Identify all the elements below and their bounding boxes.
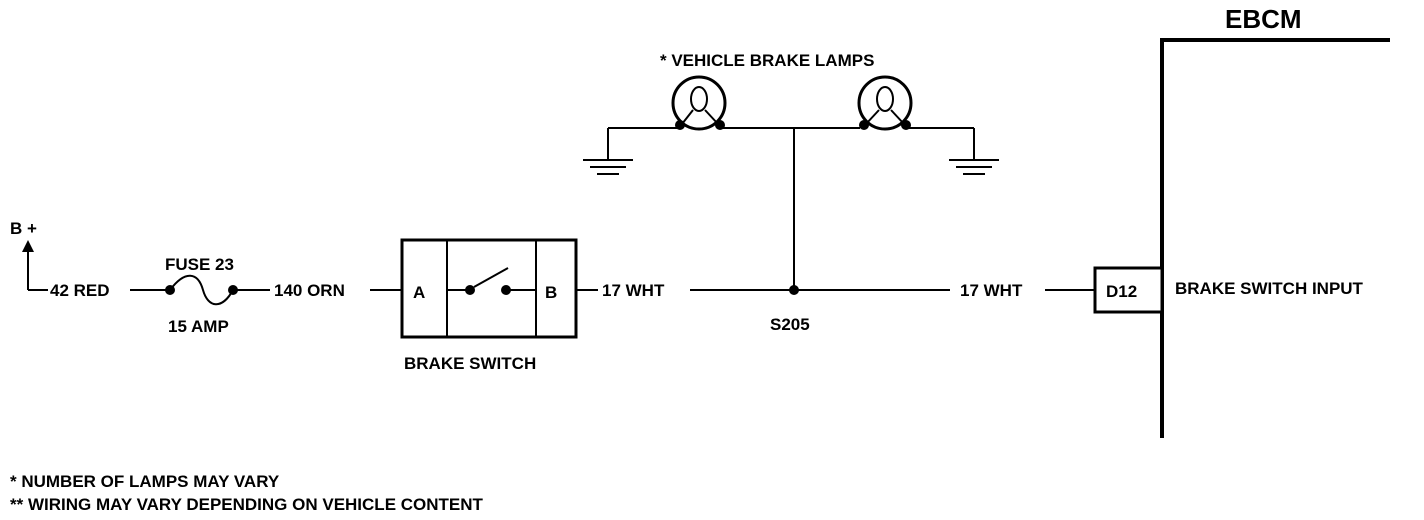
power-label: B + [10,219,37,238]
arrow-up-icon [22,240,34,252]
fuse-name: FUSE 23 [165,255,234,274]
wire-label-42: 42 RED [50,281,110,300]
ebcm-title: EBCM [1225,4,1302,34]
fuse-23: FUSE 23 15 AMP [165,255,238,336]
brake-switch-label: BRAKE SWITCH [404,354,536,373]
ebcm-module: EBCM [1160,4,1390,438]
ground-right-icon [949,128,999,175]
ground-left-icon [583,128,633,175]
brake-lamp-right [857,75,974,131]
switch-contact [473,267,509,288]
power-source: B + [10,219,48,291]
wire-label-17-left: 17 WHT [602,281,665,300]
fuse-rating: 15 AMP [168,317,229,336]
splice-s205: S205 [770,128,810,334]
wire-label-140: 140 ORN [274,281,345,300]
terminal-b: B [545,283,557,302]
lamps-label: * VEHICLE BRAKE LAMPS [660,51,874,70]
terminal-a: A [413,283,425,302]
splice-label: S205 [770,315,810,334]
pin-label: D12 [1106,282,1137,301]
connector-d12: D12 BRAKE SWITCH INPUT [1093,266,1364,314]
note-2: ** WIRING MAY VARY DEPENDING ON VEHICLE … [10,495,484,514]
pin-function-label: BRAKE SWITCH INPUT [1175,279,1364,298]
brake-lamp-left [608,75,860,131]
brake-switch: A B BRAKE SWITCH [400,238,578,373]
notes: * NUMBER OF LAMPS MAY VARY ** WIRING MAY… [10,472,484,514]
wire-label-17-right: 17 WHT [960,281,1023,300]
note-1: * NUMBER OF LAMPS MAY VARY [10,472,280,491]
